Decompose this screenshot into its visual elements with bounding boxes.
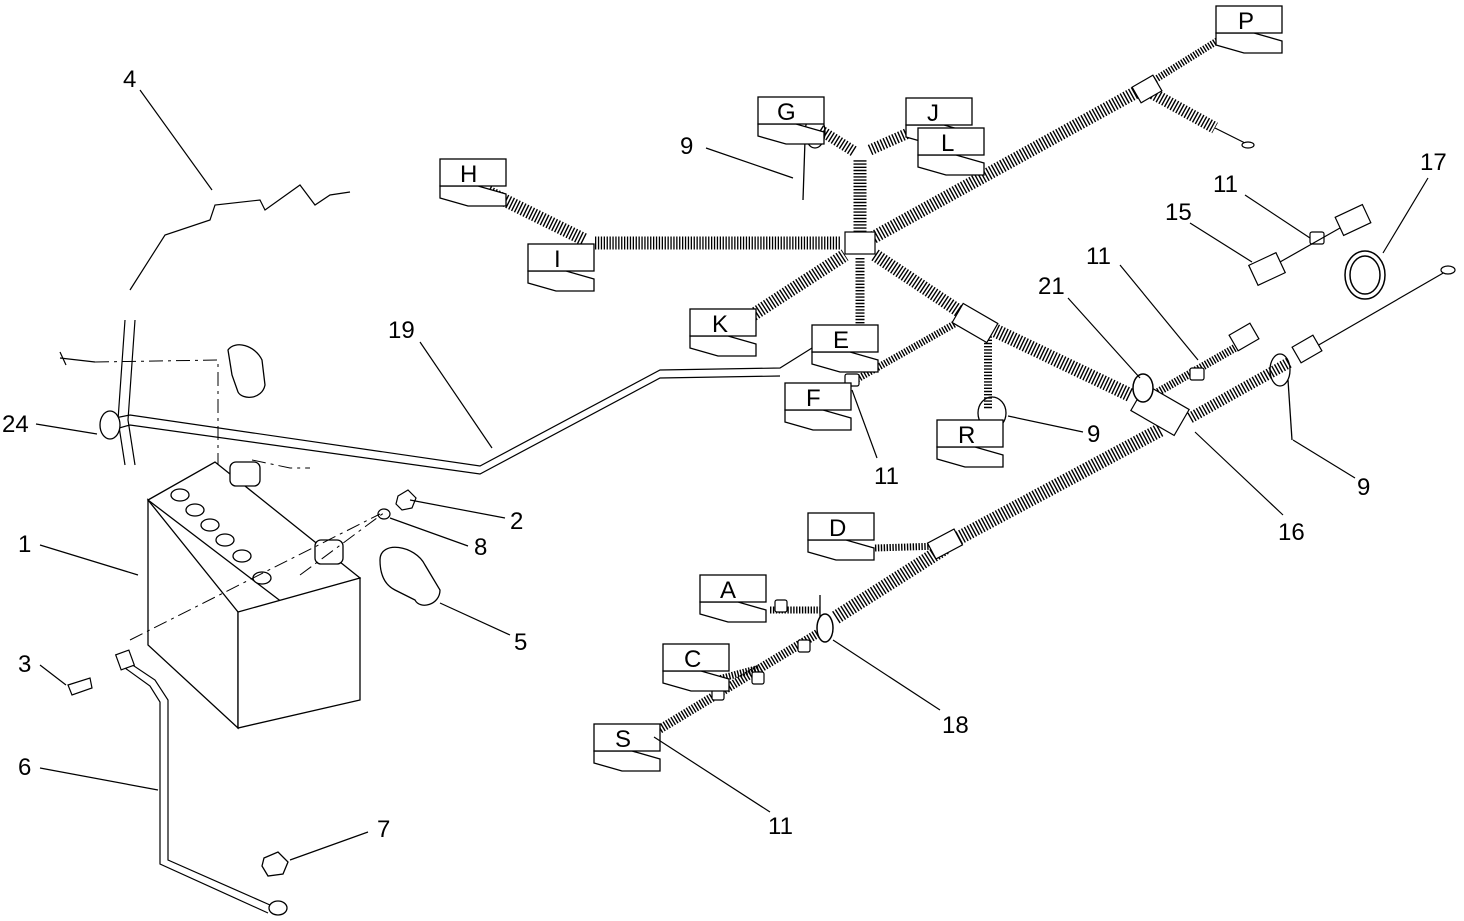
callout-2: 2 — [510, 508, 523, 535]
battery — [146, 461, 362, 730]
grommets — [816, 250, 1386, 643]
callout-9-right-r: 9 — [1087, 421, 1100, 448]
callout-1: 1 — [18, 531, 31, 558]
connector-p: P — [1238, 8, 1254, 35]
connector-15 — [1247, 203, 1372, 287]
connector-d: D — [829, 515, 846, 542]
harness-conduits — [485, 33, 1293, 739]
connector-l: L — [941, 130, 954, 157]
connector-box-e — [811, 324, 879, 373]
connector-r: R — [958, 422, 975, 449]
callout-11-f: 11 — [874, 463, 899, 490]
hold-down-rod — [129, 184, 351, 291]
connector-box-f — [784, 382, 852, 431]
connector-k: K — [712, 311, 728, 338]
leader-lines — [35, 89, 1429, 861]
callout-9-top: 9 — [680, 133, 693, 160]
connector-h: H — [460, 161, 477, 188]
connector-a: A — [720, 577, 736, 604]
connector-box-d — [807, 512, 875, 561]
connector-j: J — [927, 100, 939, 127]
nut-7 — [261, 851, 289, 877]
connector-box-i — [527, 243, 595, 292]
connector-box-l — [917, 127, 985, 176]
connector-s: S — [615, 726, 631, 753]
terminal-boots — [227, 344, 441, 606]
connector-e: E — [833, 327, 849, 354]
connector-box-a — [699, 574, 767, 623]
callout-numbers: 1 2 3 4 5 6 7 8 9 9 9 11 11 11 11 15 16 … — [2, 66, 1447, 843]
callout-4: 4 — [123, 66, 136, 93]
callout-24: 24 — [2, 411, 29, 438]
connector-box-s — [593, 723, 661, 772]
battery-strap — [117, 319, 136, 466]
nut-2 — [395, 489, 417, 511]
clips — [639, 231, 1325, 739]
connector-letters: A C D E F G H I J K L P R S — [460, 8, 1254, 753]
callout-18: 18 — [942, 712, 969, 739]
callout-15: 15 — [1165, 199, 1192, 226]
assembly-lines — [94, 359, 386, 641]
connector-g: G — [777, 99, 796, 126]
bolt-upper — [59, 351, 96, 366]
callout-6: 6 — [18, 754, 31, 781]
right-lead — [1228, 265, 1456, 364]
callout-3: 3 — [18, 651, 31, 678]
callout-9-far-right: 9 — [1357, 474, 1370, 501]
callout-16: 16 — [1278, 519, 1305, 546]
connector-box-g — [757, 96, 825, 145]
connector-boxes — [439, 5, 1283, 772]
battery-cable-19 — [104, 347, 813, 467]
connector-f: F — [806, 385, 821, 412]
callout-5: 5 — [514, 629, 527, 656]
callout-11-s: 11 — [768, 813, 793, 840]
bolt-3 — [67, 677, 93, 696]
negative-cable-6 — [124, 659, 271, 914]
connector-box-h — [439, 158, 507, 207]
callout-11-mid: 11 — [1086, 243, 1111, 270]
connector-box-p — [1215, 5, 1283, 54]
connector-box-r — [936, 419, 1004, 468]
callout-11-upper-right: 11 — [1213, 171, 1238, 198]
connector-c: C — [684, 646, 701, 673]
callout-8: 8 — [474, 534, 487, 561]
callout-21: 21 — [1038, 273, 1065, 300]
callout-7: 7 — [377, 816, 390, 843]
callout-17: 17 — [1420, 149, 1447, 176]
callout-19: 19 — [388, 317, 415, 344]
connector-box-k — [689, 308, 757, 357]
connector-box-c — [662, 643, 730, 692]
washer-8 — [377, 508, 391, 520]
connector-i: I — [554, 246, 561, 273]
